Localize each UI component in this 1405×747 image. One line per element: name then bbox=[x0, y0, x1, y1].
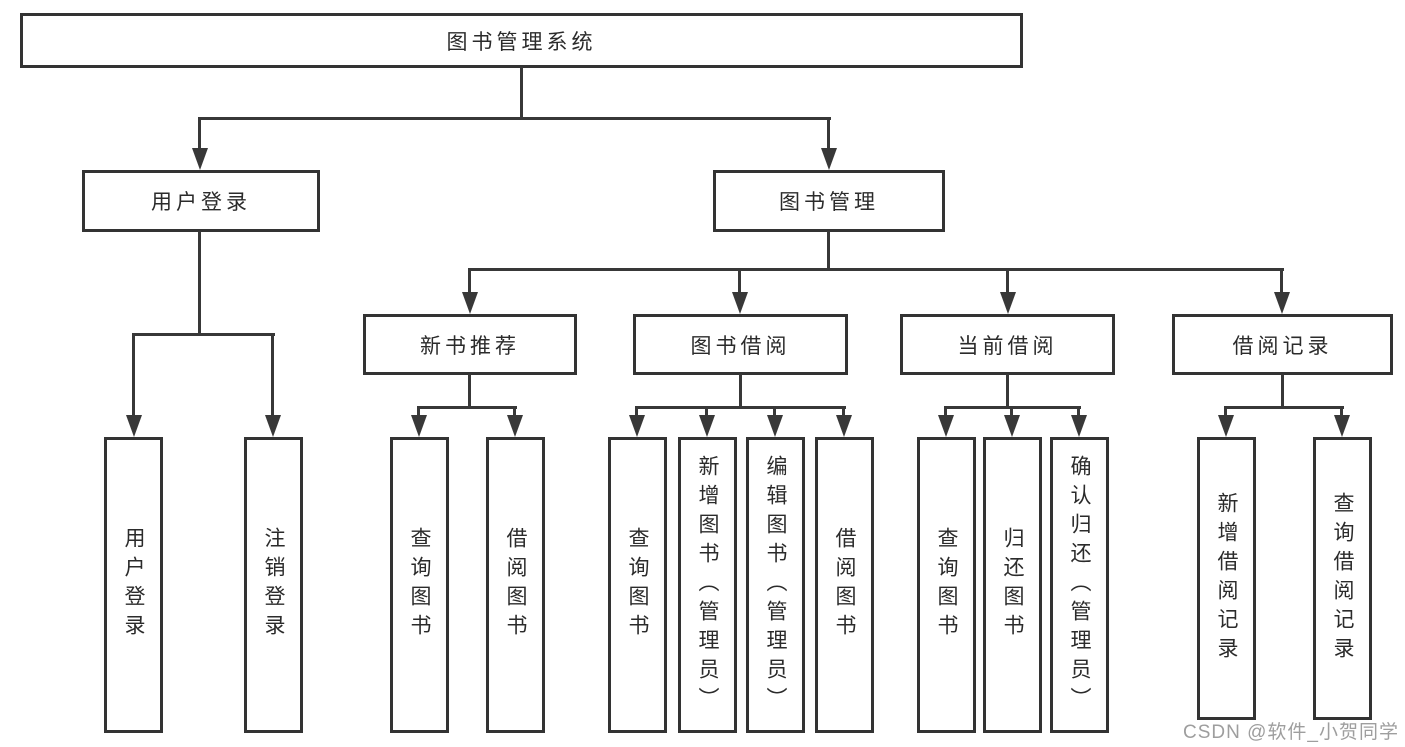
connector-arrowhead bbox=[1000, 292, 1016, 314]
connector-line bbox=[468, 374, 471, 409]
connector-line bbox=[827, 231, 830, 271]
connector-line bbox=[705, 406, 708, 418]
connector-arrowhead bbox=[732, 292, 748, 314]
watermark: CSDN @软件_小贺同学 bbox=[1183, 722, 1399, 743]
connector-line bbox=[842, 406, 845, 418]
leaf-edit-books-admin: 编辑图书（管理员） bbox=[746, 437, 805, 733]
leaf-query-books-recommend: 查询图书 bbox=[390, 437, 449, 733]
connector-line bbox=[520, 67, 523, 120]
connector-line bbox=[1077, 406, 1080, 418]
connector-arrowhead bbox=[507, 415, 523, 437]
leaf-query-books-borrowing: 查询图书 bbox=[608, 437, 667, 733]
connector-line bbox=[198, 117, 831, 120]
connector-line bbox=[944, 406, 947, 418]
node-borrowing-records: 借阅记录 bbox=[1172, 314, 1393, 375]
connector-line bbox=[1006, 268, 1009, 295]
connector-arrowhead bbox=[1334, 415, 1350, 437]
connector-line bbox=[1224, 406, 1227, 418]
connector-arrowhead bbox=[1071, 415, 1087, 437]
connector-line bbox=[417, 406, 420, 418]
node-new-book-recommendation: 新书推荐 bbox=[363, 314, 577, 375]
connector-arrowhead bbox=[192, 148, 208, 170]
node-book-borrowing: 图书借阅 bbox=[633, 314, 848, 375]
leaf-confirm-return-admin: 确认归还（管理员） bbox=[1050, 437, 1109, 733]
leaf-query-borrow-record: 查询借阅记录 bbox=[1313, 437, 1372, 720]
connector-arrowhead bbox=[411, 415, 427, 437]
connector-line bbox=[945, 406, 1081, 409]
connector-arrowhead bbox=[938, 415, 954, 437]
connector-line bbox=[1225, 406, 1344, 409]
connector-line bbox=[132, 333, 275, 336]
connector-line bbox=[132, 333, 135, 417]
connector-arrowhead bbox=[629, 415, 645, 437]
node-library-management-system: 图书管理系统 bbox=[20, 13, 1023, 68]
connector-line bbox=[636, 406, 846, 409]
connector-line bbox=[1010, 406, 1013, 418]
connector-line bbox=[1340, 406, 1343, 418]
connector-arrowhead bbox=[836, 415, 852, 437]
connector-line bbox=[738, 268, 741, 295]
connector-arrowhead bbox=[1274, 292, 1290, 314]
node-user-login-module: 用户登录 bbox=[82, 170, 320, 232]
connector-arrowhead bbox=[699, 415, 715, 437]
connector-line bbox=[1280, 268, 1283, 295]
leaf-logout: 注销登录 bbox=[244, 437, 303, 733]
connector-line bbox=[739, 374, 742, 409]
connector-arrowhead bbox=[126, 415, 142, 437]
connector-line bbox=[1006, 374, 1009, 409]
connector-arrowhead bbox=[265, 415, 281, 437]
leaf-borrow-books-borrowing: 借阅图书 bbox=[815, 437, 874, 733]
connector-line bbox=[773, 406, 776, 418]
connector-line bbox=[198, 231, 201, 336]
connector-arrowhead bbox=[1218, 415, 1234, 437]
connector-line bbox=[827, 117, 830, 151]
connector-arrowhead bbox=[767, 415, 783, 437]
connector-arrowhead bbox=[1004, 415, 1020, 437]
node-book-management-module: 图书管理 bbox=[713, 170, 945, 232]
connector-arrowhead bbox=[462, 292, 478, 314]
connector-line bbox=[1281, 374, 1284, 409]
leaf-query-books-current: 查询图书 bbox=[917, 437, 976, 733]
connector-line bbox=[418, 406, 517, 409]
leaf-add-books-admin: 新增图书（管理员） bbox=[678, 437, 737, 733]
connector-line bbox=[468, 268, 1284, 271]
connector-line bbox=[513, 406, 516, 418]
node-current-borrowing: 当前借阅 bbox=[900, 314, 1115, 375]
leaf-return-books: 归还图书 bbox=[983, 437, 1042, 733]
leaf-user-login: 用户登录 bbox=[104, 437, 163, 733]
connector-line bbox=[271, 333, 274, 417]
connector-line bbox=[468, 268, 471, 295]
connector-line bbox=[198, 117, 201, 151]
leaf-borrow-books-recommend: 借阅图书 bbox=[486, 437, 545, 733]
leaf-add-borrow-record: 新增借阅记录 bbox=[1197, 437, 1256, 720]
connector-line bbox=[635, 406, 638, 418]
connector-arrowhead bbox=[821, 148, 837, 170]
